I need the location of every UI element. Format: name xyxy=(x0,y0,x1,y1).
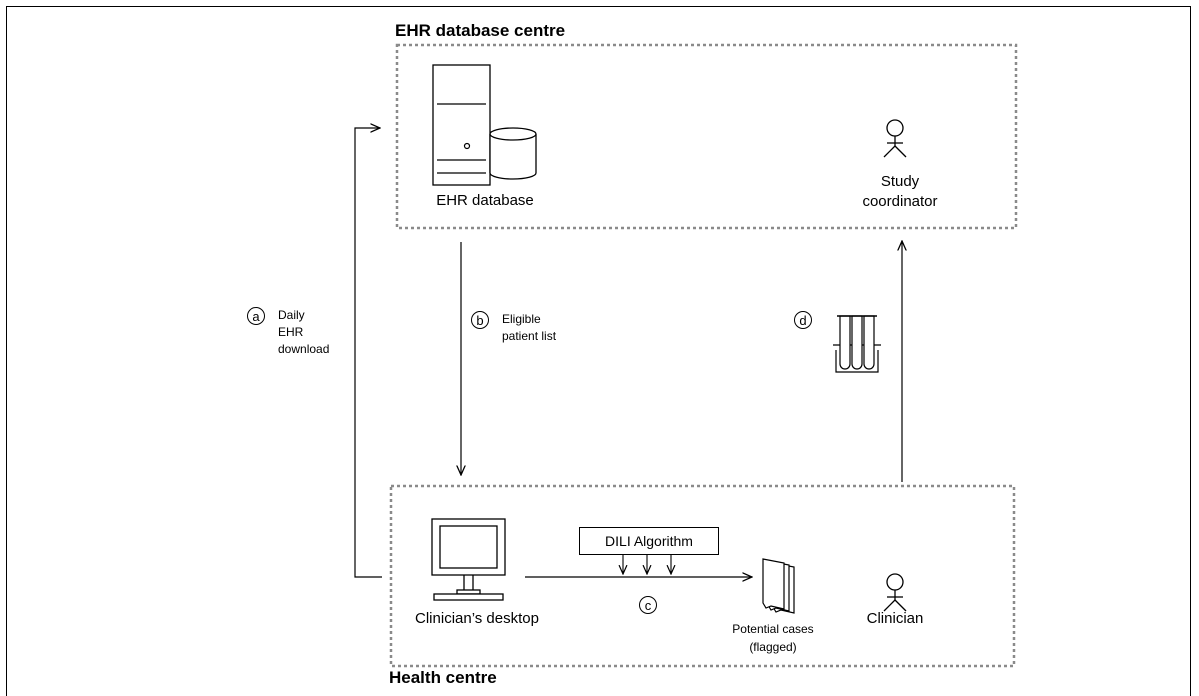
potential-cases-label-line1: Potential cases xyxy=(732,622,814,636)
study-coordinator-person-icon xyxy=(883,119,907,158)
flagged-documents-icon xyxy=(762,558,795,614)
database-cylinder-icon xyxy=(489,127,537,180)
server-icon xyxy=(432,64,491,186)
health-centre-title: Health centre xyxy=(389,668,497,687)
ehr-database-label: EHR database xyxy=(436,192,534,209)
clinician-label: Clinician xyxy=(866,610,924,627)
ehr-centre-box xyxy=(395,43,1018,230)
potential-cases-label: Potential cases (flagged) xyxy=(718,620,828,656)
dili-algorithm-box: DILI Algorithm xyxy=(579,527,719,555)
test-tubes-icon xyxy=(833,315,881,373)
clinician-person-icon xyxy=(883,573,907,612)
ehr-centre-title: EHR database centre xyxy=(395,21,566,40)
study-coordinator-label-line2: coordinator xyxy=(862,193,938,210)
step-a-marker: a xyxy=(247,307,265,325)
step-d-marker: d xyxy=(794,311,812,329)
step-b-label: Eligible patient list xyxy=(502,311,556,345)
figure-frame xyxy=(6,6,1191,696)
arrow-a-daily-download xyxy=(354,128,382,578)
step-b-marker: b xyxy=(471,311,489,329)
study-coordinator-label-line1: Study xyxy=(880,173,920,190)
step-b-label-line1: Eligible xyxy=(502,312,541,326)
step-a-label: Daily EHR download xyxy=(278,307,329,358)
clinician-desktop-label: Clinician’s desktop xyxy=(415,610,539,627)
desktop-computer-icon xyxy=(431,518,506,601)
step-b-label-line2: patient list xyxy=(502,329,557,343)
health-centre-box xyxy=(389,484,1016,668)
study-coordinator-label: Study coordinator xyxy=(850,172,950,212)
step-a-label-line3: download xyxy=(278,342,330,356)
step-c-marker: c xyxy=(639,596,657,614)
step-a-label-line1: Daily xyxy=(278,308,305,322)
potential-cases-label-line2: (flagged) xyxy=(749,640,797,654)
step-a-label-line2: EHR xyxy=(278,325,304,339)
